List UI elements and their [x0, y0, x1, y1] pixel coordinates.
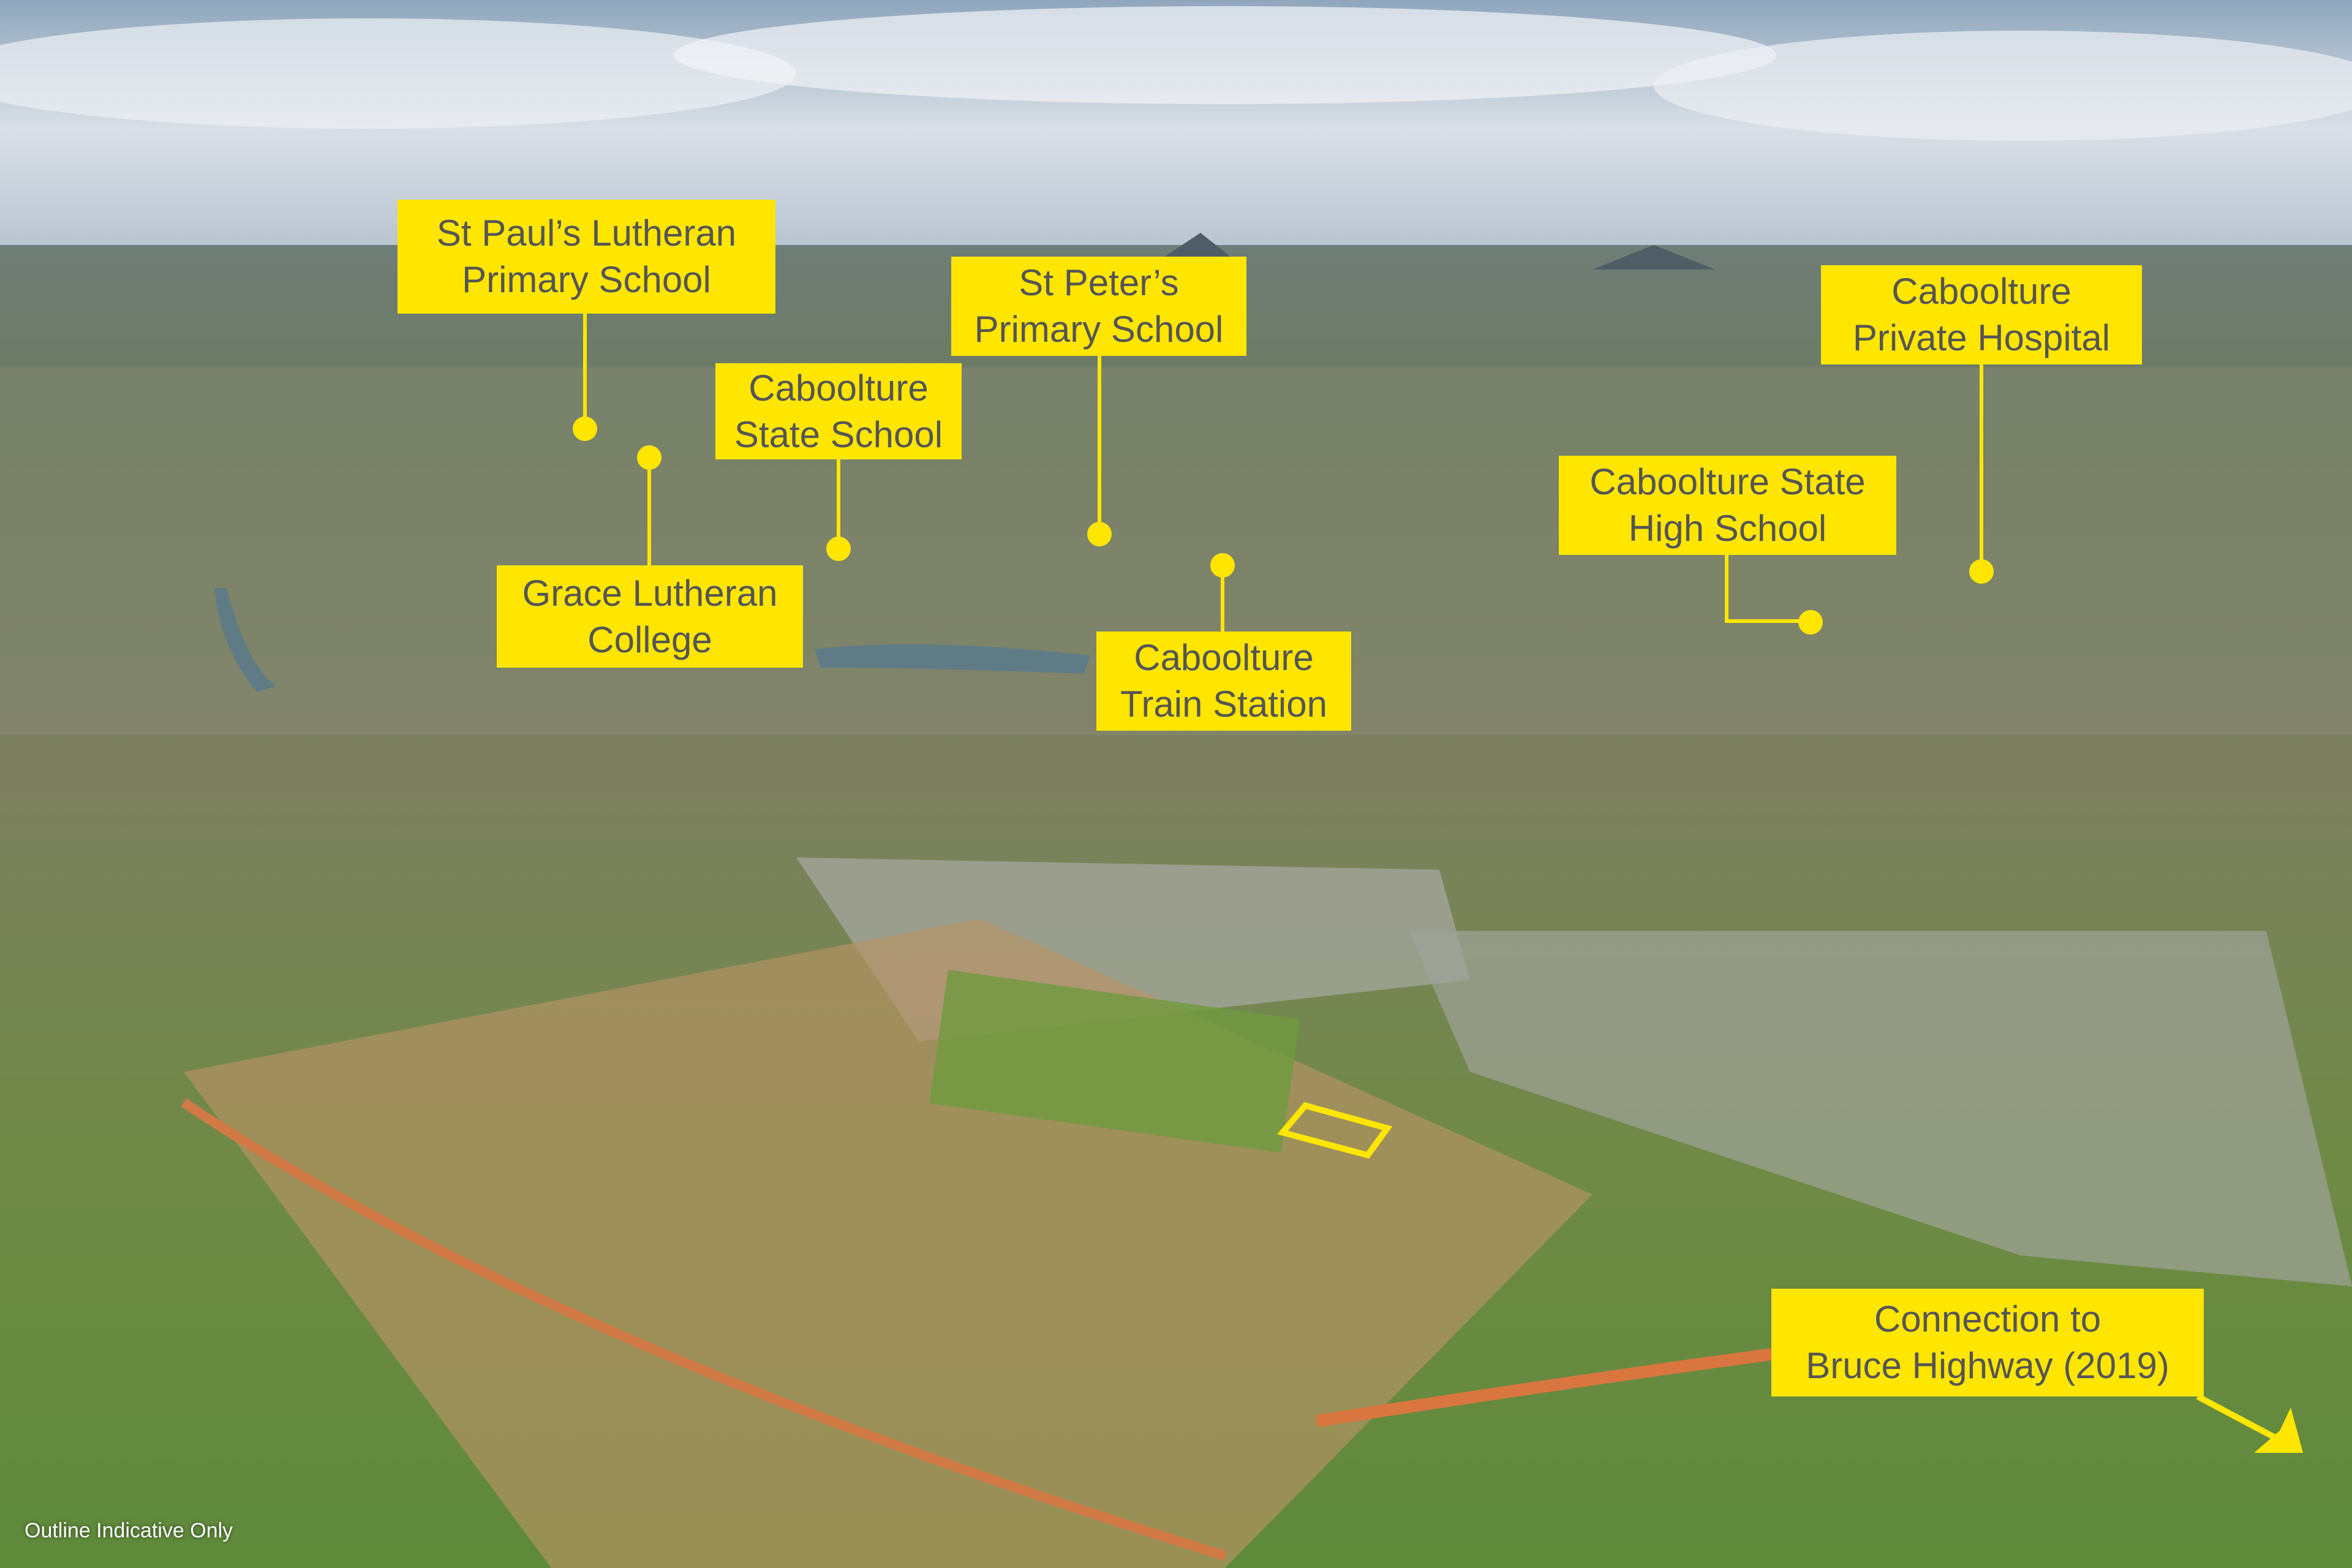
label-state-high-school: Caboolture State High School [1559, 456, 1896, 555]
label-line: Caboolture State [1589, 461, 1866, 502]
label-line: Private Hospital [1852, 317, 2111, 358]
disclaimer-note: Outline Indicative Only [24, 1519, 233, 1542]
label-line: St Paul’s Lutheran [436, 213, 737, 254]
label-line: Primary School [974, 309, 1224, 350]
label-line: St Peter’s [1019, 262, 1179, 303]
label-line: College [587, 619, 712, 660]
location-dot [1969, 559, 1994, 584]
label-bruce-highway-connection: Connection to Bruce Highway (2019) [1771, 1289, 2204, 1396]
arrow-line [2196, 1393, 2280, 1442]
leader-line [1725, 619, 1811, 623]
leader-line [1221, 565, 1224, 631]
label-train-station: Caboolture Train Station [1096, 631, 1351, 731]
location-dot [573, 417, 597, 441]
label-grace-lutheran: Grace Lutheran College [497, 565, 803, 668]
label-line: Connection to [1874, 1298, 2101, 1340]
dirt-road [181, 1098, 1227, 1561]
leader-line [1980, 364, 1983, 571]
location-dot [1087, 522, 1112, 546]
arrow-head-icon [2254, 1408, 2303, 1453]
label-line: Bruce Highway (2019) [1806, 1345, 2169, 1386]
label-line: Caboolture [1134, 637, 1314, 678]
label-private-hospital: Caboolture Private Hospital [1821, 265, 2142, 364]
river [214, 588, 1090, 692]
location-dot [1210, 553, 1235, 578]
mountains [1164, 233, 1715, 270]
location-dot [637, 445, 662, 470]
housing-estate-east [1409, 931, 2352, 1286]
lot-outline [1277, 1102, 1393, 1159]
label-line: Primary School [462, 259, 711, 300]
label-line: Grace Lutheran [522, 572, 778, 614]
location-dot [826, 537, 851, 561]
leader-line [1098, 356, 1101, 534]
label-line: Caboolture [1891, 271, 2071, 312]
label-line: Train Station [1120, 684, 1327, 725]
leader-line [1725, 555, 1728, 622]
location-dot [1798, 610, 1823, 635]
dirt-road [1316, 1348, 1777, 1427]
leader-line [583, 314, 587, 429]
leader-line [647, 458, 651, 565]
label-st-pauls-lutheran: St Paul’s Lutheran Primary School [398, 200, 775, 314]
label-line: Caboolture [748, 367, 929, 409]
label-line: State School [734, 413, 943, 455]
leader-line [837, 459, 840, 549]
label-caboolture-state-school: Caboolture State School [715, 363, 962, 459]
label-st-peters: St Peter’s Primary School [951, 257, 1246, 356]
label-line: High School [1628, 508, 1827, 549]
